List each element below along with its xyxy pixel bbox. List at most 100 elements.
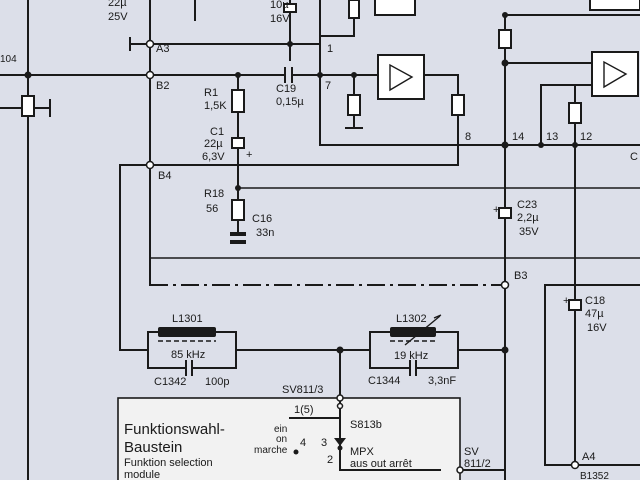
label-node-14: 14 bbox=[512, 131, 524, 143]
c18-group: + C18 47µ 16V bbox=[563, 144, 607, 466]
label-c-top2-voltage: 16V bbox=[270, 13, 290, 25]
label-r18-name: R18 bbox=[204, 188, 224, 200]
label-r1-name: R1 bbox=[204, 87, 218, 99]
block-top bbox=[374, 0, 416, 16]
label-c18-plus: + bbox=[563, 295, 569, 307]
r1-c1-group: R1 1,5K C1 22µ 6,3V + bbox=[202, 74, 252, 166]
label-node-1: 1 bbox=[327, 43, 333, 55]
label-c1-name: C1 bbox=[210, 126, 224, 138]
label-b4: B4 bbox=[158, 170, 171, 182]
switch-contact-top[interactable] bbox=[336, 402, 344, 410]
label-sv811-2: 811/2 bbox=[464, 458, 491, 470]
inductor-l1302-adjust bbox=[404, 315, 441, 346]
label-pos4: 4 bbox=[300, 437, 306, 449]
label-c-top-voltage: 25V bbox=[108, 11, 128, 23]
inductor-l1302 bbox=[390, 327, 436, 337]
module-box bbox=[117, 397, 461, 480]
label-l1301-name: L1301 bbox=[172, 313, 203, 325]
resistor-node-12 bbox=[568, 102, 582, 124]
label-node-12: 12 bbox=[580, 131, 592, 143]
label-c18-value: 47µ bbox=[585, 308, 604, 320]
connector-b3[interactable] bbox=[500, 280, 510, 290]
label-c1342-value: 100p bbox=[205, 376, 229, 388]
connector-a3[interactable] bbox=[145, 39, 155, 49]
label-l1302-freq: 19 kHz bbox=[394, 350, 428, 362]
label-node-13: 13 bbox=[546, 131, 558, 143]
label-node-7: 7 bbox=[325, 80, 331, 92]
label-node-8: 8 bbox=[465, 131, 471, 143]
capacitor-c23 bbox=[498, 207, 512, 219]
label-b3: B3 bbox=[514, 270, 527, 282]
label-b1352: B1352 bbox=[580, 471, 609, 480]
label-c1-value: 22µ bbox=[204, 138, 223, 150]
resistor-r1 bbox=[231, 89, 245, 113]
capacitor-c16-plate1 bbox=[230, 232, 246, 236]
resistor-right-top bbox=[498, 29, 512, 49]
switch-contact-4[interactable] bbox=[293, 449, 299, 455]
l1301-filter: L1301 85 kHz C1342 100p bbox=[119, 313, 371, 388]
label-a4: A4 bbox=[582, 451, 595, 463]
module-title-line1: Funktionswahl- bbox=[124, 421, 225, 438]
l1302-filter: L1302 19 kHz C1344 3,3nF bbox=[368, 313, 509, 387]
label-c-edge: C bbox=[630, 151, 638, 163]
label-sv811-3: SV811/3 bbox=[282, 384, 323, 396]
label-c-top2-value: 10µ bbox=[270, 0, 289, 11]
node-14-line: 14 13 12 C bbox=[319, 131, 640, 163]
label-c19-name: C19 bbox=[276, 83, 296, 95]
capacitor-c19-gap bbox=[286, 70, 291, 80]
inductor-l1301 bbox=[158, 327, 216, 337]
r18-c16-group: R18 56 C16 33n bbox=[204, 164, 640, 244]
label-l1301-freq: 85 kHz bbox=[171, 349, 205, 361]
amplifier-2 bbox=[591, 51, 639, 97]
resistor-top bbox=[348, 0, 360, 19]
resistor-amp1-out bbox=[451, 94, 465, 116]
junction-node-7 bbox=[317, 72, 323, 78]
label-mpx: MPX bbox=[350, 446, 375, 458]
inductor-l1302-arrow bbox=[433, 314, 442, 319]
switch-contact-3[interactable] bbox=[337, 445, 343, 451]
connector-sv811-3[interactable] bbox=[336, 394, 344, 402]
label-a3: A3 bbox=[156, 43, 169, 55]
label-c1344-value: 3,3nF bbox=[428, 375, 456, 387]
label-c18-name: C18 bbox=[585, 295, 605, 307]
c23-group: + C23 2,2µ 35V bbox=[493, 199, 539, 238]
b4-line: B4 bbox=[119, 160, 459, 351]
right-upper bbox=[498, 0, 640, 480]
resistor-amp-in bbox=[347, 94, 361, 116]
connector-b2[interactable] bbox=[145, 70, 155, 80]
label-s813b: S813b bbox=[350, 419, 382, 431]
label-pos3: 3 bbox=[321, 437, 327, 449]
label-c16-name: C16 bbox=[252, 213, 272, 225]
b2-line: B2 C19 0,15µ 7 8 bbox=[145, 54, 471, 166]
label-c23-voltage: 35V bbox=[519, 226, 539, 238]
label-c-top-value: 22µ bbox=[108, 0, 127, 9]
label-c1-voltage: 6,3V bbox=[202, 151, 225, 163]
label-c1344-name: C1344 bbox=[368, 375, 400, 387]
amplifier-1-triangle bbox=[389, 63, 414, 92]
module-title-en: Funktion selection bbox=[124, 457, 213, 469]
connector-b4[interactable] bbox=[145, 160, 155, 170]
label-pos2: 2 bbox=[327, 454, 333, 466]
amplifier-2-triangle bbox=[603, 60, 628, 89]
label-l1302-name: L1302 bbox=[396, 313, 427, 325]
module-title-line2: Baustein bbox=[124, 439, 182, 456]
label-b2: B2 bbox=[156, 80, 169, 92]
resistor-r18 bbox=[231, 199, 245, 221]
a4-group: A4 B1352 bbox=[544, 451, 640, 480]
label-sv: SV bbox=[464, 446, 479, 458]
function-module: Funktionswahl- Baustein Funktion selecti… bbox=[117, 349, 506, 480]
label-c1342-name: C1342 bbox=[154, 376, 186, 388]
connector-sv811-2[interactable] bbox=[456, 466, 464, 474]
label-c19-value: 0,15µ bbox=[276, 96, 304, 108]
label-r18-value: 56 bbox=[206, 203, 218, 215]
junction-left bbox=[24, 71, 32, 79]
capacitor-c1 bbox=[231, 137, 245, 149]
connector-a4[interactable] bbox=[570, 460, 580, 470]
label-on: on bbox=[276, 434, 287, 445]
label-c1-plus: + bbox=[246, 149, 252, 161]
label-c16-value: 33n bbox=[256, 227, 274, 239]
capacitor-c16-plate2 bbox=[230, 240, 246, 244]
label-r1-value: 1,5K bbox=[204, 100, 227, 112]
label-marche: marche bbox=[254, 445, 288, 456]
